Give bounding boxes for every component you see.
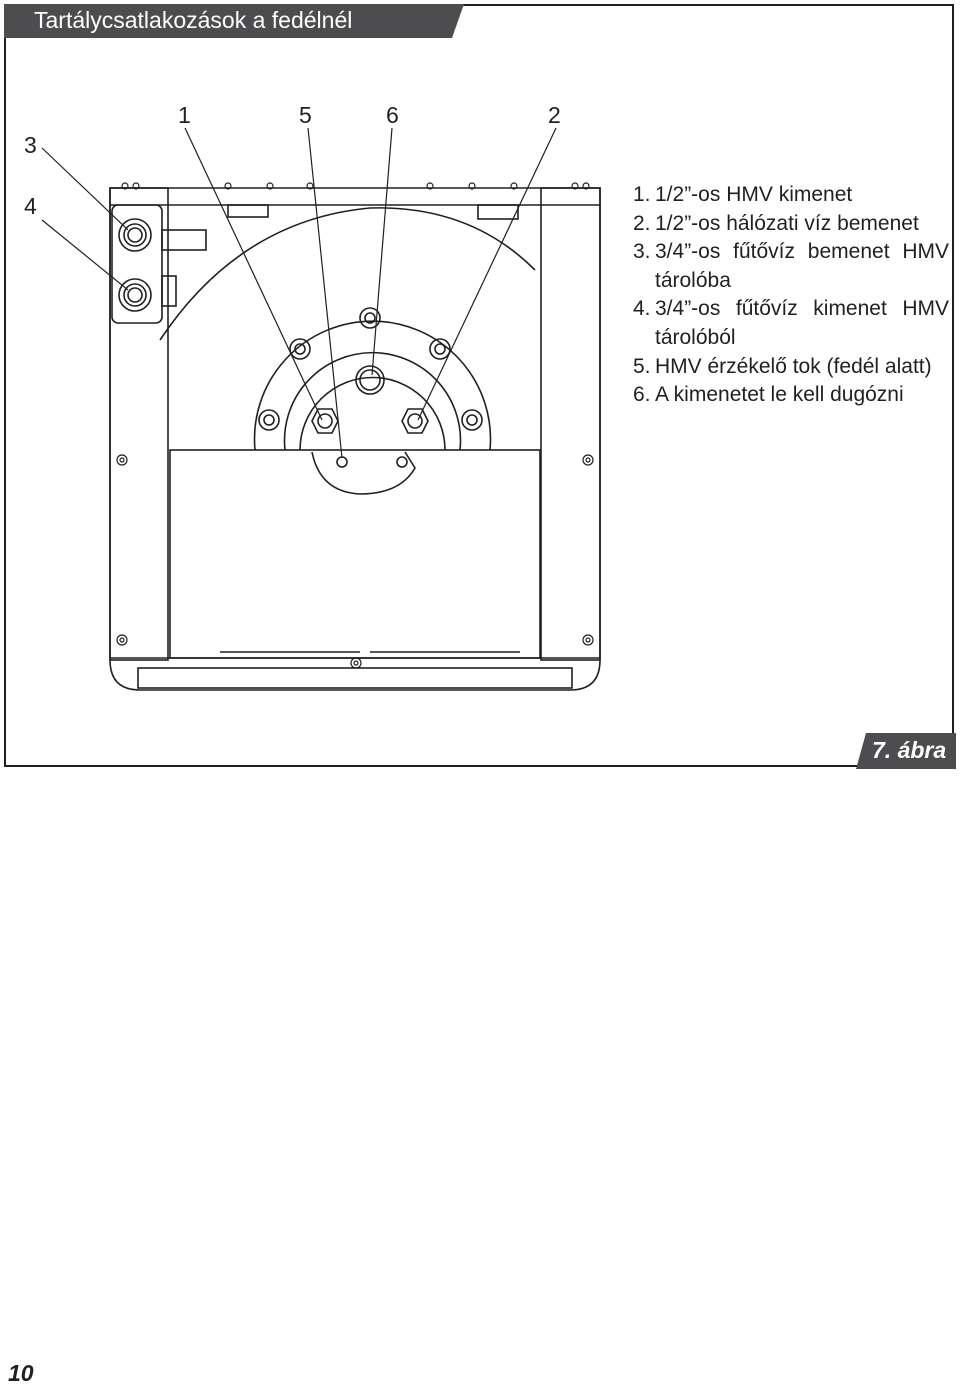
flange-inner bbox=[283, 351, 462, 451]
legend-item: 6. A kimenetet le kell dugózni bbox=[633, 381, 949, 410]
callout-4: 4 bbox=[24, 193, 37, 219]
figure-label: 7. ábra bbox=[872, 737, 947, 763]
legend-item: 4. 3/4”-os fűtővíz kimenet HMV tárolóból bbox=[633, 295, 949, 352]
legend-item: 1. 1/2”-os HMV kimenet bbox=[633, 181, 949, 210]
figure-frame bbox=[4, 4, 954, 767]
legend-number: 2. bbox=[633, 211, 651, 235]
sensor-pocket bbox=[336, 456, 348, 468]
panel-screws bbox=[116, 454, 594, 669]
section-title: Tartálycsatlakozások a fedélnél bbox=[34, 7, 353, 33]
section-title-tab: Tartálycsatlakozások a fedélnél bbox=[4, 4, 464, 38]
tank-arc bbox=[159, 207, 536, 341]
top-screws bbox=[121, 182, 590, 190]
legend-text: 1/2”-os hálózati víz bemenet bbox=[655, 211, 919, 235]
legend-number: 3. bbox=[633, 240, 651, 264]
legend-number: 1. bbox=[633, 183, 651, 206]
title-tab-shape bbox=[4, 4, 464, 38]
flange-lobe bbox=[311, 451, 416, 495]
callout-3: 3 bbox=[24, 132, 37, 158]
legend-text: A kimenetet le kell dugózni bbox=[655, 383, 904, 407]
legend-text: HMV érzékelő tok (fedél alatt) bbox=[655, 354, 932, 378]
connection-4-fitting bbox=[118, 278, 152, 312]
callout-1: 1 bbox=[178, 102, 191, 128]
outlet-6 bbox=[355, 365, 385, 395]
outlet-2-nut bbox=[401, 408, 429, 434]
legend-number: 5. bbox=[633, 354, 651, 378]
page-number: 10 bbox=[8, 1360, 34, 1386]
legend-number: 6. bbox=[633, 383, 651, 407]
tank-connection-drawing bbox=[41, 127, 601, 691]
outlet-1-nut bbox=[311, 408, 339, 434]
flange-bolts bbox=[258, 307, 483, 431]
legend-item: 3. 3/4”-os fűtővíz bemenet HMV tárolóba bbox=[633, 238, 949, 295]
figure-label-tab: 7. ábra bbox=[856, 733, 956, 769]
legend-list: 1. 1/2”-os HMV kimenet 2. 1/2”-os hálóza… bbox=[633, 181, 949, 410]
legend-text: 3/4”-os fűtővíz bemenet HMV tárolóba bbox=[655, 240, 949, 292]
connection-3-fitting bbox=[118, 218, 152, 252]
flange-outer bbox=[253, 320, 492, 451]
leader-lines bbox=[41, 127, 557, 459]
legend-item: 2. 1/2”-os hálózati víz bemenet bbox=[633, 210, 949, 239]
callout-5: 5 bbox=[299, 102, 312, 128]
housing-outline bbox=[109, 187, 601, 691]
figure-tab-shape bbox=[856, 733, 956, 769]
left-connection-block bbox=[111, 204, 163, 324]
front-panel bbox=[169, 449, 541, 659]
callout-6: 6 bbox=[386, 102, 399, 128]
legend-number: 4. bbox=[633, 297, 651, 321]
left-panel bbox=[109, 187, 169, 661]
bottom-rail bbox=[137, 667, 573, 689]
legend-text: 3/4”-os fűtővíz kimenet HMV tárolóból bbox=[655, 297, 949, 349]
callout-2: 2 bbox=[548, 102, 561, 128]
legend-text: 1/2”-os HMV kimenet bbox=[655, 183, 853, 206]
right-panel bbox=[540, 187, 601, 661]
legend-item: 5. HMV érzékelő tok (fedél alatt) bbox=[633, 353, 949, 382]
